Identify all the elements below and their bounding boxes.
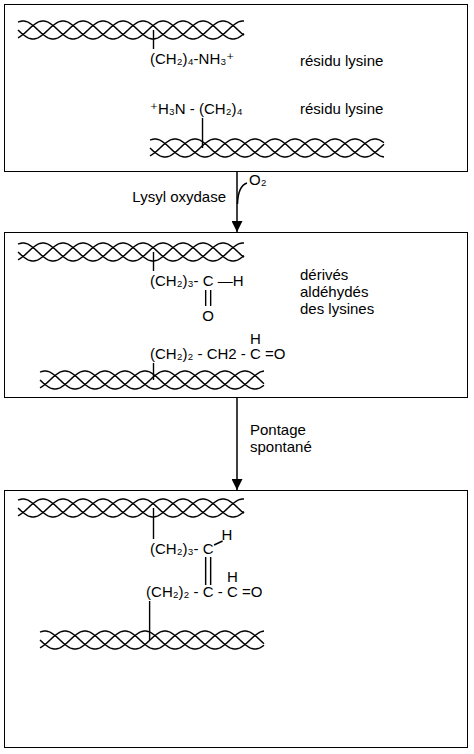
collagen-helix bbox=[18, 499, 244, 517]
chemical-text: résidu lysine bbox=[300, 100, 383, 117]
collagen-helix bbox=[40, 371, 264, 389]
side-chain-stub bbox=[149, 601, 150, 640]
collagen-helix bbox=[40, 631, 264, 649]
chemical-text: (CH₂)₄-NH₃⁺ bbox=[150, 50, 234, 67]
collagen-helix bbox=[40, 631, 264, 649]
chemical-text: (CH₂)₂ - C - C =O bbox=[146, 583, 262, 600]
collagen-helix bbox=[40, 371, 264, 389]
collagen-helix bbox=[18, 21, 244, 39]
collagen-helix bbox=[18, 499, 244, 517]
chemical-text: (CH₂)₂ - CH2 - C =O bbox=[150, 345, 285, 362]
double-bond bbox=[205, 290, 206, 306]
chemical-text: résidu lysine bbox=[300, 52, 383, 69]
collagen-helix bbox=[18, 243, 244, 261]
panel-box: H(CH₂)₃- CH(CH₂)₂ - C - C =O bbox=[4, 490, 468, 748]
chemical-text: H bbox=[222, 526, 233, 543]
collagen-helix bbox=[18, 243, 244, 261]
collagen-helix bbox=[150, 139, 384, 157]
side-chain-stub bbox=[153, 363, 154, 380]
panel-box: (CH₂)₃- C —H Odérivés aldéhydés des lysin… bbox=[4, 232, 468, 398]
side-chain-stub bbox=[153, 508, 154, 539]
enzyme-label: Pontage spontané bbox=[250, 421, 330, 455]
reagent-label: O₂ bbox=[249, 171, 267, 188]
collagen-helix bbox=[18, 21, 244, 39]
chemical-text: O bbox=[202, 307, 214, 324]
reaction-arrow bbox=[236, 172, 238, 232]
collagen-helix bbox=[40, 631, 264, 649]
double-bond bbox=[205, 557, 206, 585]
double-bond bbox=[210, 557, 211, 585]
chemical-text: (CH₂)₃- C bbox=[150, 540, 214, 557]
chemical-text: (CH₂)₃- C —H bbox=[150, 272, 244, 289]
collagen-helix bbox=[18, 243, 244, 261]
oxygen-input-curve bbox=[238, 183, 248, 204]
reaction-arrow bbox=[236, 398, 238, 490]
double-bond bbox=[210, 290, 211, 306]
side-chain-stub bbox=[153, 252, 154, 271]
collagen-helix bbox=[40, 371, 264, 389]
collagen-helix bbox=[150, 139, 384, 157]
single-bond bbox=[214, 541, 223, 545]
chemical-text: ⁺H₃N - (CH₂)₄ bbox=[150, 100, 243, 117]
panel-box: (CH₂)₄-NH₃⁺ résidu lysine ⁺H₃N - (CH₂)₄ rés… bbox=[4, 4, 468, 172]
chemical-text: H bbox=[250, 330, 261, 347]
collagen-helix bbox=[150, 139, 384, 157]
chemical-text: H bbox=[227, 568, 238, 585]
side-chain-stub bbox=[153, 30, 154, 49]
collagen-helix bbox=[18, 499, 244, 517]
chemical-text: dérivés aldéhydés des lysines bbox=[300, 266, 386, 317]
side-chain-stub bbox=[202, 118, 203, 148]
enzyme-label: Lysyl oxydase bbox=[132, 188, 226, 205]
collagen-helix bbox=[18, 21, 244, 39]
